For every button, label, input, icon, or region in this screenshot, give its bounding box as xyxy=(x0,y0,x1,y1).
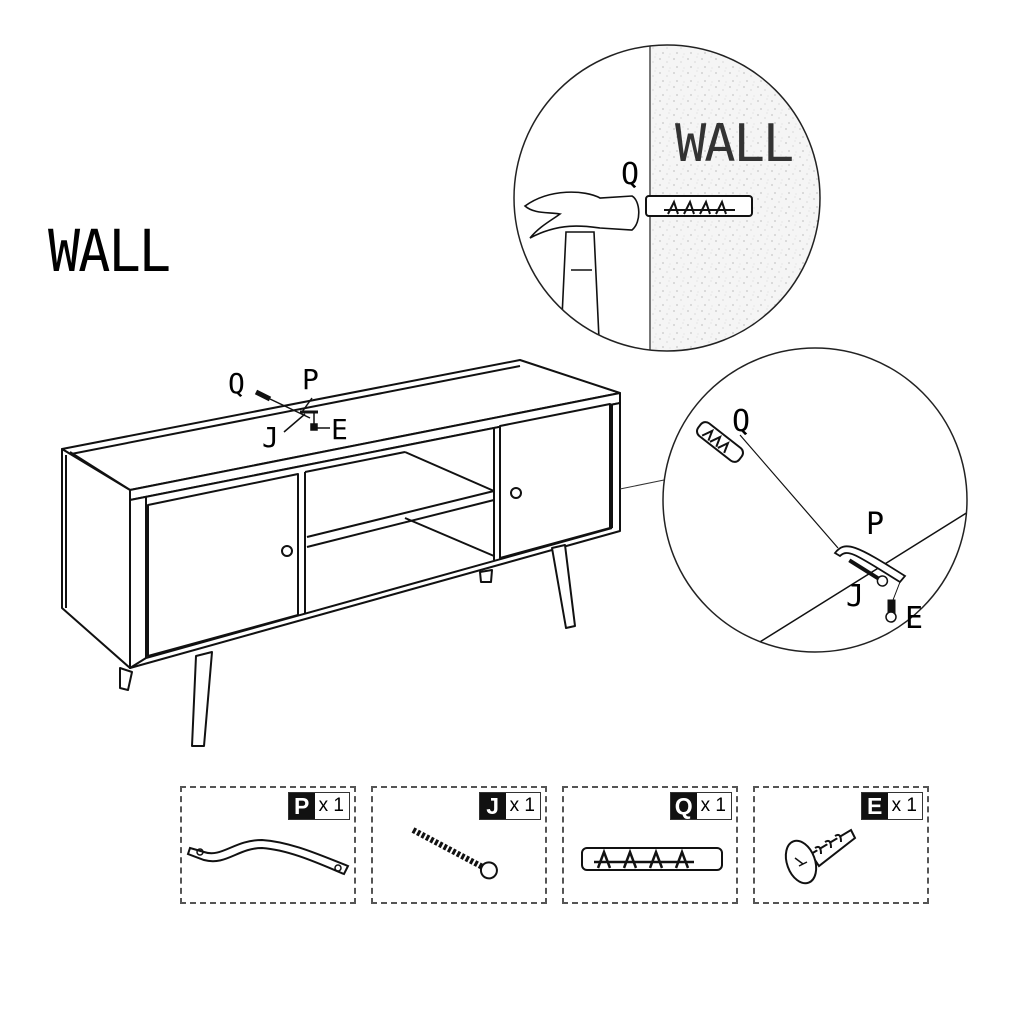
wall-anchor-icon xyxy=(581,847,723,871)
part-box-q: Q x 1 xyxy=(562,786,738,904)
detail2-label-q: Q xyxy=(732,404,751,439)
detail-circle-strap xyxy=(696,421,967,646)
part-badge-p: P x 1 xyxy=(287,792,350,820)
part-badge-e: E x 1 xyxy=(860,792,923,820)
part-box-j: J x 1 xyxy=(371,786,547,904)
detail2-label-e: E xyxy=(905,601,924,636)
part-box-e: E x 1 xyxy=(753,786,929,904)
detail2-label-j: J xyxy=(846,579,865,614)
detail-anchor-label-q: Q xyxy=(621,157,640,192)
detail-wall-label: WALL xyxy=(675,114,794,174)
stand-label-p: P xyxy=(302,363,319,396)
wall-heading: WALL xyxy=(48,217,171,285)
short-screw-icon xyxy=(784,828,857,885)
part-badge-q: Q x 1 xyxy=(669,792,732,820)
anti-tip-strap-icon xyxy=(186,838,350,876)
stand-label-e: E xyxy=(331,413,348,446)
part-badge-j: J x 1 xyxy=(478,792,541,820)
part-box-p: P x 1 xyxy=(180,786,356,904)
wood-screw-icon xyxy=(411,827,498,880)
stand-label-j: J xyxy=(262,421,279,454)
stand-label-q: Q xyxy=(228,367,245,400)
detail2-label-p: P xyxy=(866,507,885,542)
detail-circle-hammer xyxy=(523,45,820,351)
tv-stand-icon xyxy=(61,359,621,747)
stand-hardware-callout xyxy=(254,389,330,433)
